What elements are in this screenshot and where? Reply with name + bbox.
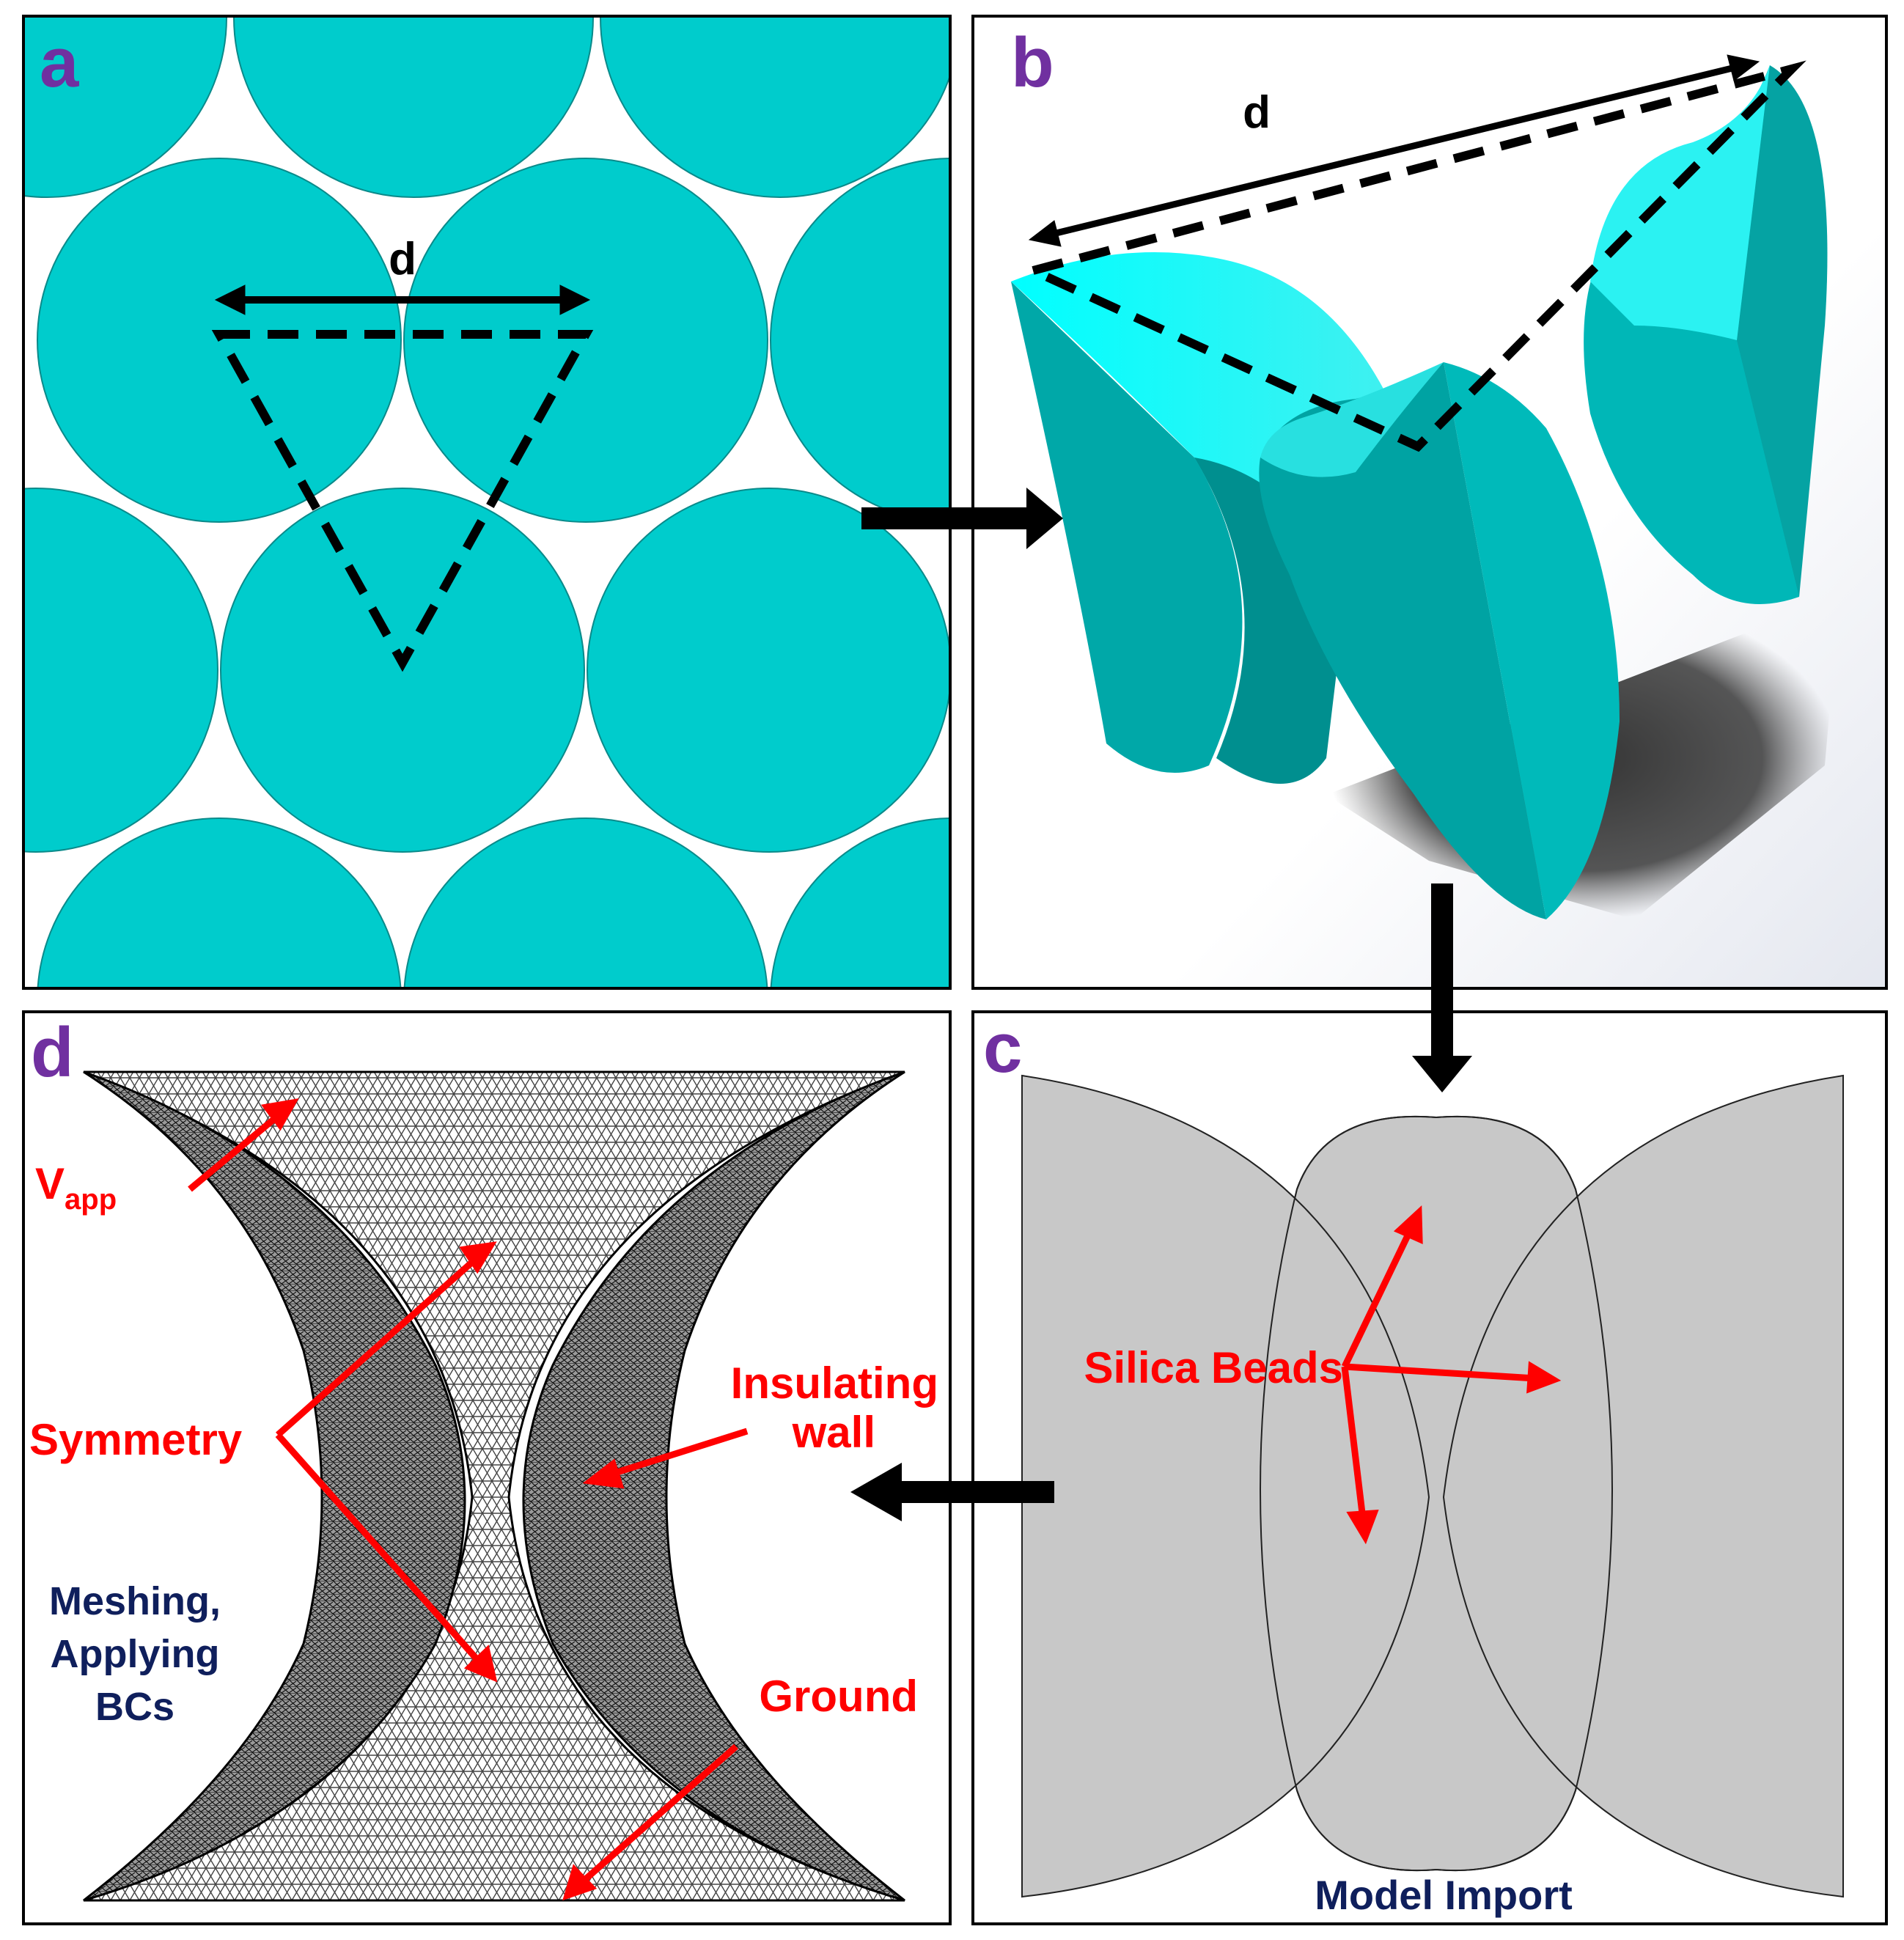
ground-label: Ground — [759, 1672, 918, 1721]
panel-b: d b — [971, 15, 1888, 990]
panel-a-canvas: d — [25, 18, 949, 987]
panel-label-d: d — [31, 1013, 74, 1092]
caption-line3: BCs — [95, 1685, 174, 1729]
model-import-caption: Model Import — [1315, 1872, 1573, 1918]
bead-circle — [600, 18, 949, 198]
symmetry-label: Symmetry — [29, 1415, 243, 1464]
dimension-arrow — [1028, 54, 1760, 247]
annotation-arrows — [188, 1098, 749, 1901]
bead-circle — [587, 488, 949, 853]
bead-left-profile — [1021, 1074, 1430, 1898]
flow-arrow-a-to-b — [861, 488, 1063, 549]
bead-circle — [37, 817, 402, 987]
panel-b-canvas: d — [974, 18, 1885, 987]
panel-label-c: c — [983, 1010, 1023, 1087]
unit-cell-triangle — [211, 330, 594, 672]
dimension-arrow — [214, 284, 591, 315]
mesh-left-wall — [83, 1070, 466, 1902]
panel-a: d a — [22, 15, 952, 990]
caption-line1: Meshing, — [49, 1579, 221, 1623]
panel-d: Vapp Symmetry Insulating wall Ground Mes… — [22, 1010, 952, 1925]
unit-cell-triangle — [1020, 60, 1806, 452]
bead-circle — [233, 18, 594, 198]
bead-circle — [403, 158, 768, 523]
silica-beads-label: Silica Beads — [1084, 1343, 1343, 1392]
panel-label-b: b — [1011, 23, 1054, 102]
bead-circle — [770, 817, 949, 987]
insulating-label-line1: Insulating — [731, 1359, 938, 1408]
bead-circle — [25, 18, 227, 198]
bead-circle — [25, 488, 218, 853]
bead-3d-center — [1259, 362, 1546, 919]
panel-d-canvas: Vapp Symmetry Insulating wall Ground Mes… — [29, 1070, 938, 1902]
panel-c-canvas: Silica Beads Model Import — [1021, 1074, 1844, 1918]
flow-arrow-c-to-d — [850, 1463, 1054, 1521]
bead-circle — [770, 158, 949, 523]
panel-label-a: a — [40, 23, 79, 102]
dimension-label: d — [389, 234, 416, 284]
flow-arrow-b-to-c — [1412, 883, 1472, 1092]
bead-circle — [403, 817, 768, 987]
panel-c: Silica Beads Model Import c — [971, 1010, 1888, 1925]
bead-right-profile — [1442, 1074, 1844, 1898]
vapp-label: Vapp — [35, 1159, 117, 1216]
annotation-arrows — [1341, 1205, 1562, 1545]
dimension-label: d — [1243, 87, 1271, 138]
caption-line2: Applying — [51, 1632, 220, 1676]
mesh-right-wall — [522, 1070, 905, 1902]
insulating-label-line2: wall — [792, 1408, 875, 1457]
